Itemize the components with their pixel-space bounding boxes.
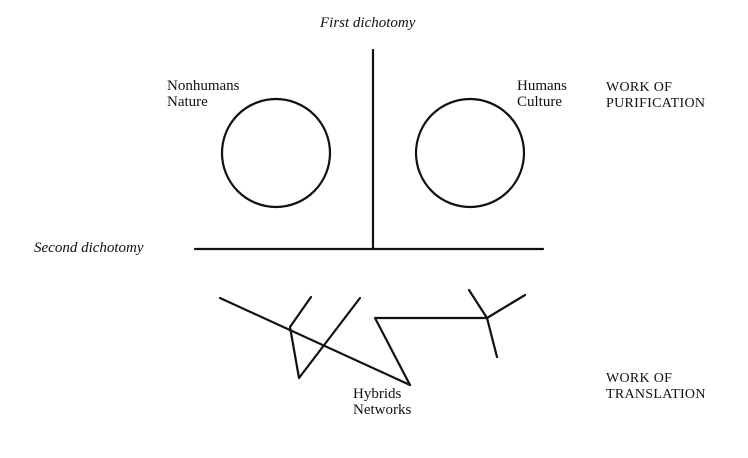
- nonhumans-nature-circle: [220, 97, 332, 209]
- nonhumans-label: Nonhumans: [167, 78, 240, 94]
- humans-label: Humans: [517, 78, 567, 94]
- work-of-translation-line1: WORK OF: [606, 371, 673, 386]
- culture-label: Culture: [517, 94, 562, 110]
- hybrid-fork-stem: [485, 316, 499, 359]
- hybrid-fork: [467, 288, 527, 320]
- hybrid-zigzag-left: [288, 295, 362, 380]
- first-dichotomy-label: First dichotomy: [320, 15, 416, 31]
- hybrids-label: Hybrids: [353, 386, 402, 402]
- humans-culture-circle: [414, 97, 526, 209]
- second-dichotomy-label: Second dichotomy: [34, 240, 144, 256]
- networks-label: Networks: [353, 402, 412, 418]
- work-of-purification-line2: PURIFICATION: [606, 96, 706, 111]
- work-of-translation-line2: TRANSLATION: [606, 387, 706, 402]
- work-of-purification-line1: WORK OF: [606, 80, 673, 95]
- hybrid-long-diagonal: [218, 296, 412, 387]
- nature-label: Nature: [167, 94, 208, 110]
- hybrid-zigzag-right: [373, 316, 489, 387]
